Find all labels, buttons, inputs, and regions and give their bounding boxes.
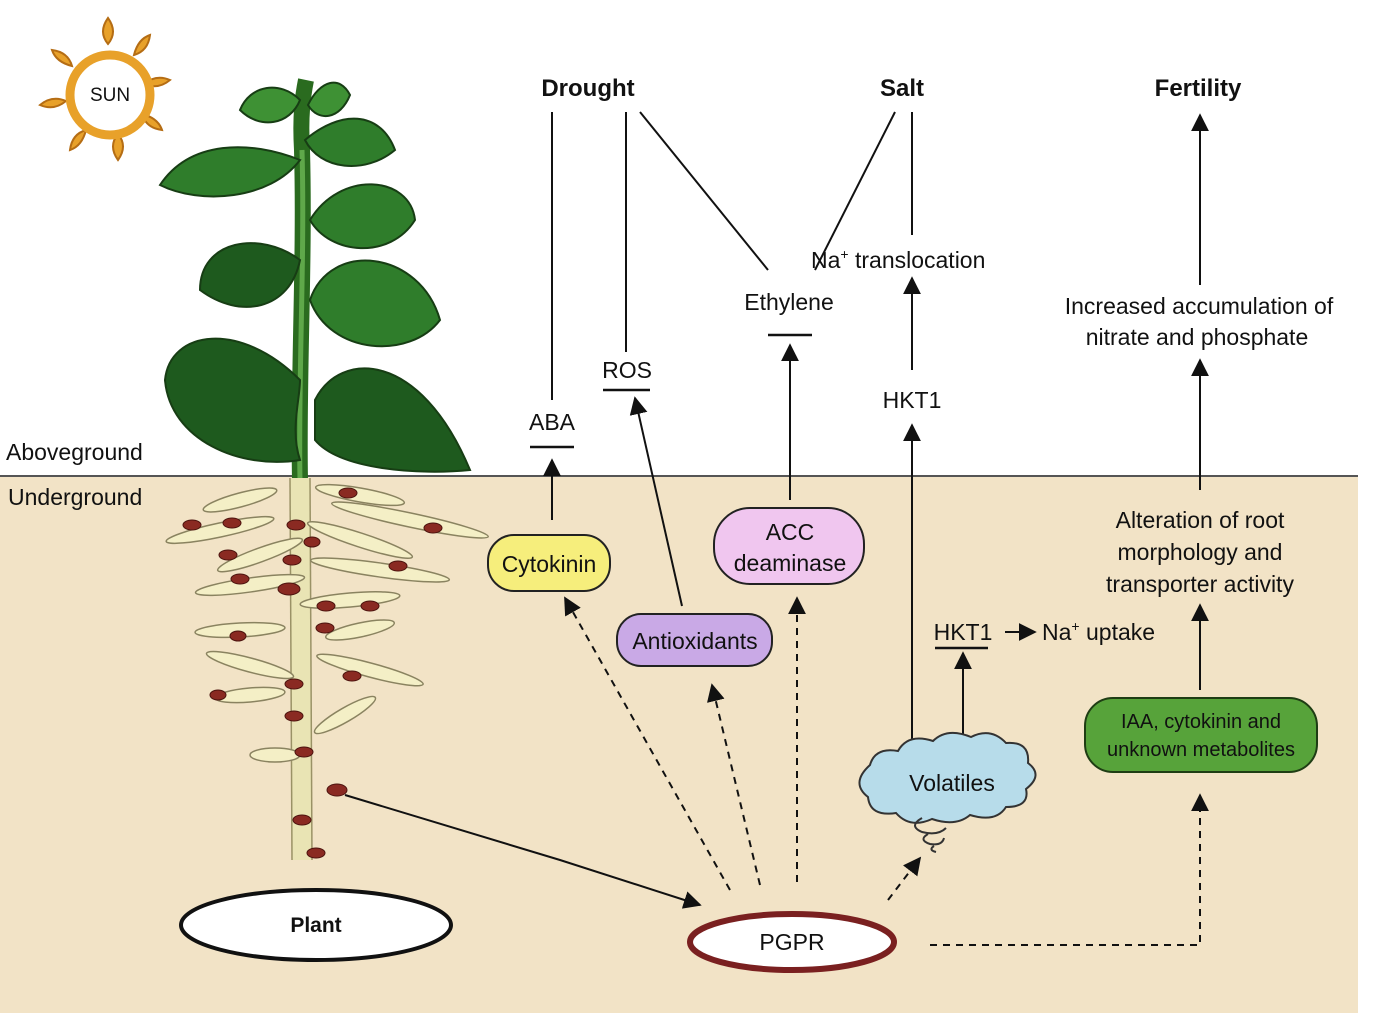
svg-text:SUN: SUN — [90, 85, 130, 106]
svg-text:ACC: ACC — [766, 519, 815, 545]
root-alteration-label-3: transporter activity — [1106, 571, 1294, 597]
svg-text:IAA, cytokinin and: IAA, cytokinin and — [1121, 711, 1281, 733]
na-uptake-label: Na+ uptake — [1042, 618, 1155, 645]
volatiles-cloud: Volatiles — [858, 731, 1037, 853]
svg-text:Plant: Plant — [290, 914, 341, 937]
inhibition-bars — [530, 333, 988, 650]
hkt1-upper-label: HKT1 — [883, 387, 942, 413]
plant-roots — [165, 477, 490, 861]
arrows — [344, 113, 1209, 909]
root-alteration-label-1: Alteration of root — [1116, 507, 1285, 533]
iaa-metabolites-node: IAA, cytokinin and unknown metabolites — [1084, 697, 1318, 773]
sun-icon: SUN — [38, 16, 172, 162]
pgpr-oval: PGPR — [687, 911, 897, 973]
underground-label: Underground — [8, 484, 142, 510]
accumulation-label-1: Increased accumulation of — [1065, 293, 1334, 319]
stress-connections — [551, 111, 913, 400]
aba-label: ABA — [529, 409, 576, 435]
fertility-label: Fertility — [1155, 75, 1242, 102]
na-translocation-label: Na+ translocation — [811, 246, 985, 273]
salt-label: Salt — [880, 75, 924, 102]
svg-text:unknown metabolites: unknown metabolites — [1107, 739, 1295, 761]
aboveground-label: Aboveground — [6, 439, 143, 465]
root-alteration-label-2: morphology and — [1118, 539, 1283, 565]
pgpr-dashed-arrows — [564, 596, 1209, 946]
ethylene-label: Ethylene — [744, 289, 834, 315]
acc-deaminase-node: ACC deaminase — [713, 507, 865, 585]
accumulation-label-2: nitrate and phosphate — [1086, 324, 1309, 350]
cytokinin-node: Cytokinin — [487, 534, 611, 592]
svg-text:PGPR: PGPR — [759, 929, 824, 955]
ros-label: ROS — [602, 357, 652, 383]
svg-text:Cytokinin: Cytokinin — [502, 551, 597, 577]
antioxidants-node: Antioxidants — [616, 613, 773, 667]
svg-text:Volatiles: Volatiles — [909, 770, 995, 796]
drought-label: Drought — [541, 75, 634, 102]
plant-shoot — [158, 78, 472, 481]
hkt1-lower-label: HKT1 — [934, 619, 993, 645]
svg-text:deaminase: deaminase — [734, 550, 847, 576]
svg-text:Antioxidants: Antioxidants — [632, 628, 757, 654]
plant-oval: Plant — [179, 888, 453, 962]
